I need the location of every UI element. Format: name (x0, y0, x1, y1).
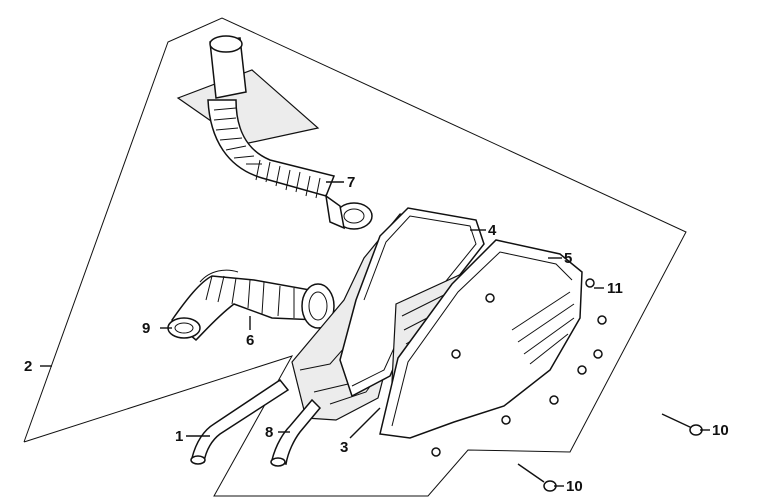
screws (431, 278, 607, 457)
callout-8: 8 (265, 424, 273, 441)
intake-duct (176, 35, 373, 230)
bolts (517, 413, 703, 492)
callout-6: 6 (246, 332, 254, 349)
callout-1: 1 (175, 428, 183, 445)
callout-7: 7 (347, 174, 355, 191)
callout-2: 2 (24, 358, 32, 375)
callout-5: 5 (564, 250, 572, 267)
callout-4: 4 (488, 222, 497, 239)
callout-10-lower: 10 (566, 478, 583, 495)
callout-11: 11 (607, 280, 623, 297)
outer-cover (379, 239, 583, 439)
callout-9: 9 (142, 320, 150, 337)
connecting-tube (167, 269, 335, 342)
leader-lines (40, 181, 710, 487)
drain-hoses (190, 378, 322, 467)
callout-3: 3 (340, 439, 348, 456)
assembly-boundary (23, 17, 687, 497)
callout-10-upper: 10 (712, 422, 729, 439)
